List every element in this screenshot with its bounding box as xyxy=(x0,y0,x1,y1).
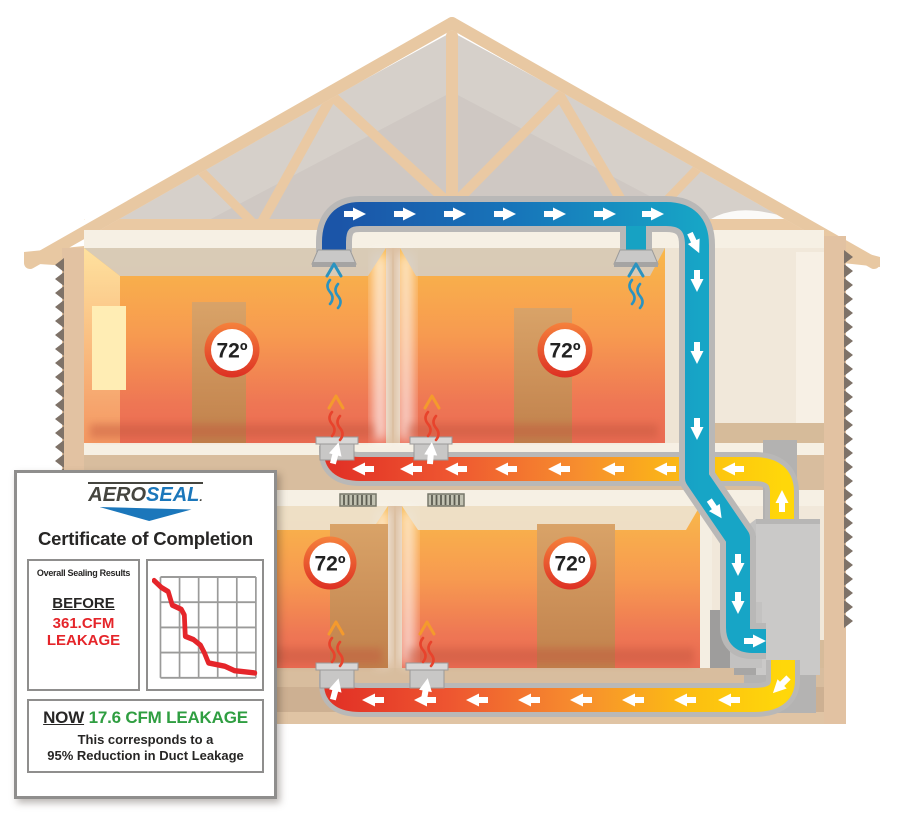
aeroseal-logo: AEROSEAL. xyxy=(17,482,274,521)
supply-duct-upper xyxy=(315,394,799,522)
logo-period: . xyxy=(199,490,203,504)
roof-slopes xyxy=(21,11,883,269)
roof-truss xyxy=(191,30,705,228)
partition-utility xyxy=(700,506,712,668)
wall-right xyxy=(824,236,846,724)
utility-back-wall xyxy=(796,252,824,440)
wall-glow xyxy=(400,254,412,440)
cutaway-edge-right xyxy=(844,250,853,712)
wall-glow xyxy=(402,510,414,664)
wall-glow xyxy=(374,254,386,440)
overall-results-label: Overall Sealing Results xyxy=(36,568,131,578)
temperature-value: 72º xyxy=(314,553,345,576)
return-duct xyxy=(311,196,770,659)
room-ceiling-face xyxy=(84,248,386,276)
utility-floor-upper xyxy=(707,423,824,443)
leakage-chart xyxy=(151,576,258,679)
partition-upstairs xyxy=(386,248,400,443)
certificate-of-completion: AEROSEAL. Certificate of Completion Over… xyxy=(14,470,277,799)
temperature-badge: 72º xyxy=(543,536,597,590)
floor-heat-glow xyxy=(408,648,694,664)
cool-airflow xyxy=(322,202,766,653)
ceiling-vent-grille xyxy=(427,493,465,507)
now-label: NOW xyxy=(43,708,85,727)
logo-suffix: SEAL xyxy=(146,484,200,506)
leakage-trend-line xyxy=(151,577,258,676)
leakage-chart-box xyxy=(146,559,264,691)
chart-grid xyxy=(159,576,257,679)
floor-heat-glow xyxy=(90,424,374,438)
now-results-box: NOW 17.6 CFM LEAKAGE This corresponds to… xyxy=(27,699,264,773)
window xyxy=(92,306,126,390)
supply-register xyxy=(315,662,449,689)
certificate-title: Certificate of Completion xyxy=(38,528,253,549)
cool-airflow xyxy=(626,226,646,252)
temperature-badge: 72º xyxy=(303,536,357,590)
ceiling-vent-grille xyxy=(339,493,377,507)
logo-swoosh-icon xyxy=(99,507,192,521)
before-unit: LEAKAGE xyxy=(46,632,121,649)
temperature-value: 72º xyxy=(216,340,247,363)
room-ceiling-face xyxy=(402,506,700,530)
note-line2: 95% Reduction in Duct Leakage xyxy=(47,748,244,764)
note-line1: This corresponds to a xyxy=(77,732,214,747)
now-value: 17.6 CFM LEAKAGE xyxy=(88,708,248,727)
temperature-badge: 72º xyxy=(204,322,260,378)
logo-prefix: AERO xyxy=(88,484,147,506)
temperature-value: 72º xyxy=(549,340,580,363)
temperature-badges: 72º 72º 72º 72º xyxy=(204,322,597,590)
before-label: BEFORE xyxy=(52,595,115,612)
furnace-front xyxy=(756,519,820,675)
temperature-value: 72º xyxy=(554,553,585,576)
floor-heat-glow xyxy=(408,424,658,438)
partition-downstairs xyxy=(388,506,402,668)
temperature-badge: 72º xyxy=(537,322,593,378)
supply-duct-lower xyxy=(315,620,800,717)
before-value: 361.CFM xyxy=(52,615,115,632)
before-results-box: Overall Sealing Results BEFORE 361.CFM L… xyxy=(27,559,140,691)
room-ceiling-face xyxy=(400,248,665,276)
furnace-top-edge xyxy=(756,519,820,524)
